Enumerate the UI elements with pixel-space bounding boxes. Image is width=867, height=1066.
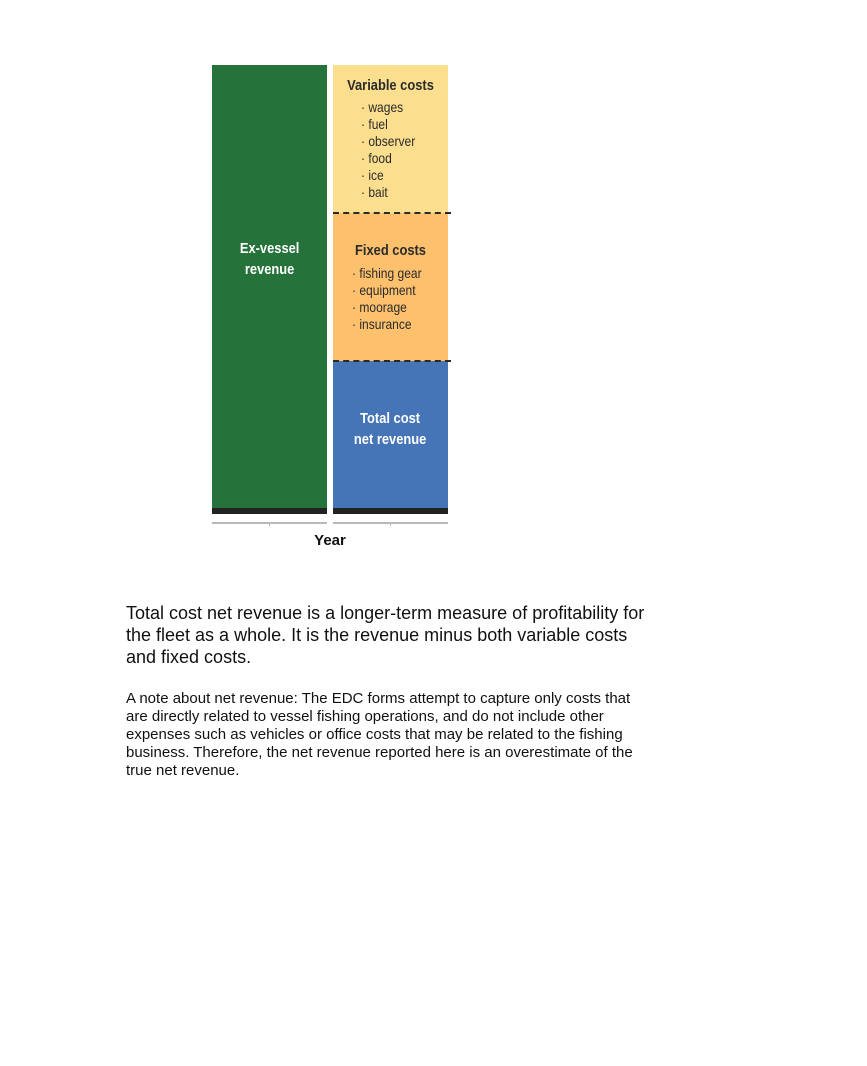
total-cost-net-revenue-block: Total cost net revenue	[333, 361, 448, 509]
note-paragraph: A note about net revenue: The EDC forms …	[126, 690, 633, 779]
list-item: · fuel	[361, 116, 388, 132]
fixed-costs-block: Fixed costs · fishing gear · equipment ·…	[333, 213, 448, 361]
list-item: · ice	[361, 167, 384, 183]
axis-tick-left	[269, 522, 270, 526]
variable-costs-block: Variable costs · wages · fuel · observer…	[333, 65, 448, 213]
ex-vessel-label-line2: revenue	[244, 260, 295, 278]
list-item: · moorage	[352, 299, 407, 315]
variable-costs-title: Variable costs	[347, 77, 434, 94]
total-cost-net-revenue-label: Total cost net revenue	[354, 408, 426, 450]
dashed-separator-bottom	[333, 360, 451, 362]
list-item: · fishing gear	[352, 265, 422, 281]
base-line-left	[212, 508, 327, 514]
ex-vessel-label-line1: Ex-vessel	[239, 239, 300, 257]
base-line-right	[333, 508, 448, 514]
main-paragraph: Total cost net revenue is a longer-term …	[126, 603, 645, 667]
list-item: · bait	[361, 184, 388, 200]
list-item: · equipment	[352, 282, 416, 298]
list-item: · observer	[361, 133, 416, 149]
fixed-costs-list: · fishing gear · equipment · moorage · i…	[352, 265, 422, 333]
fixed-costs-title: Fixed costs	[355, 242, 426, 259]
list-item: · food	[361, 150, 392, 166]
x-axis-label: Year	[314, 532, 346, 549]
list-item: · insurance	[352, 316, 412, 332]
variable-costs-list: · wages · fuel · observer · food · ice ·…	[361, 99, 415, 201]
net-label-line1: Total cost	[360, 410, 421, 427]
ex-vessel-revenue-bar: Ex-vessel revenue	[212, 65, 327, 509]
list-item: · wages	[361, 99, 404, 115]
dashed-separator-top	[333, 212, 451, 214]
ex-vessel-revenue-label: Ex-vessel revenue	[240, 238, 300, 280]
net-label-line2: net revenue	[354, 431, 427, 448]
axis-tick-right	[390, 522, 391, 526]
